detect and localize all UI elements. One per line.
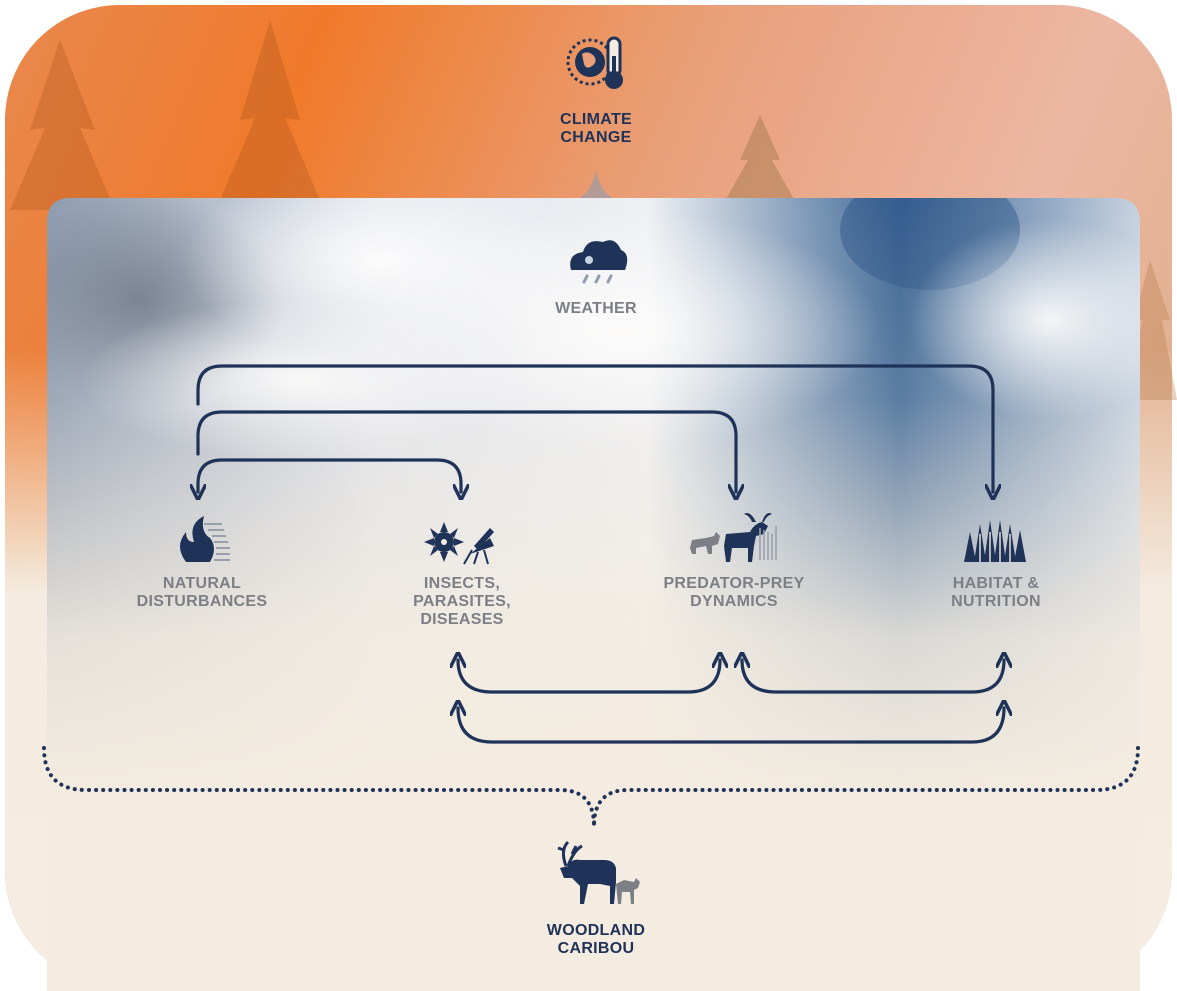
factor-label-line2: PARASITES, [413,593,511,610]
arrow-insects-predator [458,660,720,694]
arrow-insects-habitat [458,708,1004,744]
factor-label-line1: INSECTS, [423,575,501,592]
wolf-moose-icon [690,513,777,562]
factor-predator-prey-dynamics: PREDATOR-PREY DYNAMICS [636,575,832,611]
weather-label: WEATHER [536,300,656,318]
factor-label-line2: NUTRITION [951,593,1041,610]
factor-label-line2: DISTURBANCES [136,593,268,610]
woodland-caribou-label: WOODLAND CARIBOU [524,922,668,958]
woodland-caribou-line1: WOODLAND [546,922,646,939]
insect-virus-icon [424,522,494,565]
dotted-brace [42,746,1140,828]
arrow-insects-to-disturbances [198,458,461,492]
fire-icon [180,516,230,562]
weather-panel [47,170,1140,991]
climate-change-line1: CLIMATE [559,111,632,128]
factor-natural-disturbances: NATURAL DISTURBANCES [118,575,286,611]
climate-change-line2: CHANGE [560,129,632,146]
factor-habitat-nutrition: HABITAT & NUTRITION [920,575,1072,611]
forest-icon [964,520,1026,562]
woodland-caribou-line2: CARIBOU [557,940,635,957]
cloud-rain-snow-icon [570,240,628,284]
arrow-disturbances-to-predator [196,410,736,492]
arrow-predator-habitat [742,660,1004,694]
arrows-bottom [458,660,1004,744]
factor-insects-parasites-diseases: INSECTS, PARASITES, DISEASES [394,575,530,629]
factor-label-line1: NATURAL [162,575,242,592]
caribou-icon [557,840,640,904]
factor-label-line3: DISEASES [420,611,504,628]
climate-change-label: CLIMATE CHANGE [536,111,656,147]
arrows-top [196,364,993,492]
globe-thermometer-icon [566,36,623,89]
factor-label-line1: HABITAT & [952,575,1040,592]
arrow-disturbances-to-habitat [196,364,993,492]
factor-label-line2: DYNAMICS [690,593,778,610]
weather-text: WEATHER [555,300,637,317]
tree-silhouettes [10,20,1177,400]
factor-label-line1: PREDATOR-PREY [663,575,805,592]
